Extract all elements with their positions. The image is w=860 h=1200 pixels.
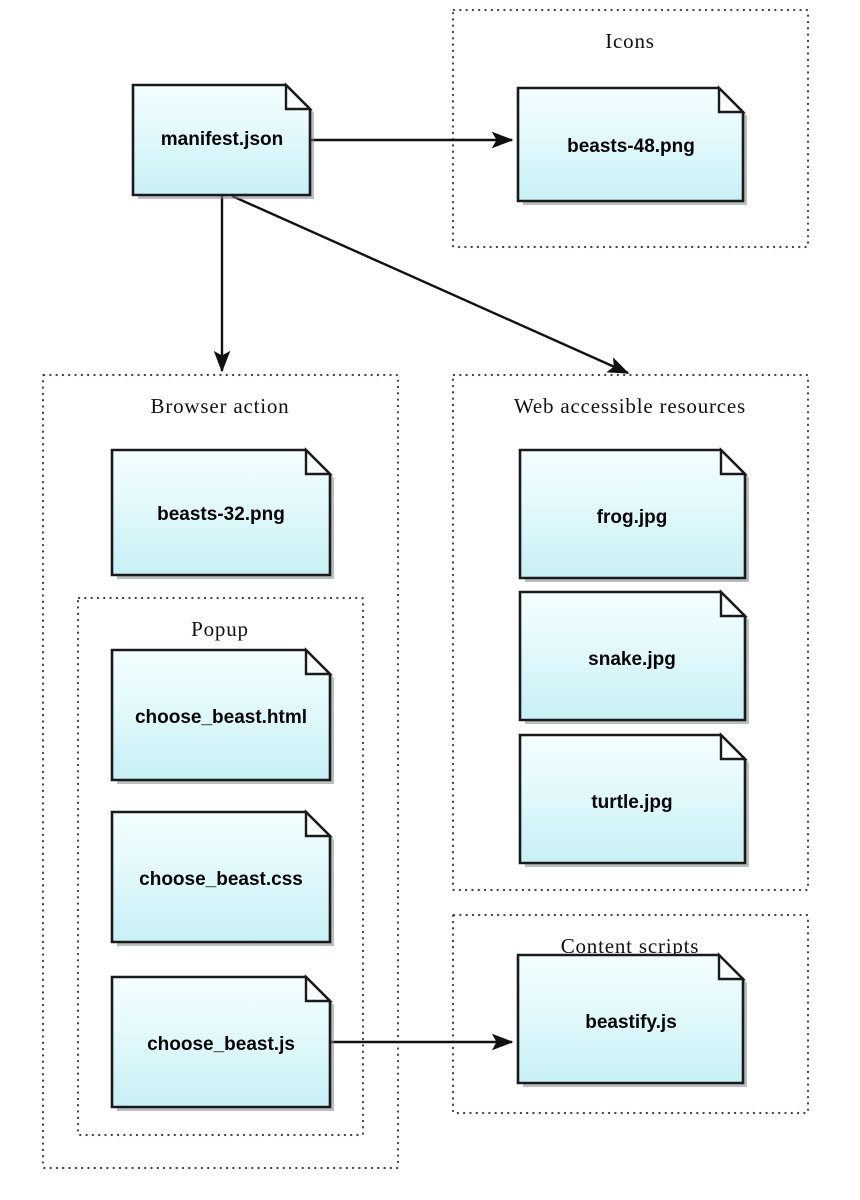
- file-node-body: [110, 648, 332, 782]
- file-node-label-choose-js: choose_beast.js: [147, 1034, 295, 1055]
- file-node-beasts48: beasts-48.png: [516, 85, 747, 205]
- file-node-fold-icon: [304, 647, 333, 676]
- edge-manifest-to-war: [231, 194, 630, 375]
- file-node-fold-icon: [304, 447, 333, 476]
- file-node-body: [516, 953, 745, 1085]
- group-border-browser-action: [41, 373, 400, 1170]
- group-border-popup: [76, 596, 365, 1137]
- file-node-choose-html: choose_beast.html: [110, 647, 334, 784]
- file-node-choose-js: choose_beast.js: [110, 974, 334, 1111]
- file-node-label-manifest: manifest.json: [161, 129, 283, 150]
- file-nodes: manifest.json beasts-48.png beasts-32.png c…: [110, 82, 749, 1111]
- file-node-turtle: turtle.jpg: [518, 732, 749, 867]
- file-node-body: [110, 448, 332, 577]
- file-node-label-beasts48: beasts-48.png: [567, 136, 695, 157]
- edges: [213, 131, 630, 1051]
- group-browser-action: Browser action: [41, 373, 400, 1170]
- group-label-web-accessible-resources: Web accessible resources: [514, 394, 746, 418]
- group-label-popup: Popup: [191, 617, 249, 641]
- group-border-web-accessible-resources: [451, 373, 810, 892]
- group-border-content-scripts: [451, 913, 810, 1115]
- file-node-body: [110, 810, 332, 944]
- file-node-label-choose-css: choose_beast.css: [139, 869, 303, 890]
- file-node-beastify: beastify.js: [516, 952, 747, 1087]
- file-node-body: [516, 86, 745, 203]
- file-node-frog: frog.jpg: [518, 447, 749, 582]
- group-label-browser-action: Browser action: [151, 394, 290, 418]
- file-node-snake: snake.jpg: [518, 589, 749, 724]
- file-node-label-snake: snake.jpg: [588, 649, 676, 670]
- file-node-manifest: manifest.json: [131, 82, 314, 199]
- file-node-label-beastify: beastify.js: [585, 1012, 677, 1033]
- group-popup: Popup: [76, 596, 365, 1137]
- file-node-body: [518, 448, 747, 580]
- file-node-label-frog: frog.jpg: [597, 507, 668, 528]
- file-node-body: [110, 975, 332, 1109]
- file-node-fold-icon: [717, 952, 746, 981]
- file-node-label-choose-html: choose_beast.html: [135, 707, 307, 728]
- file-node-fold-icon: [304, 974, 333, 1003]
- file-node-body: [518, 590, 747, 722]
- file-node-label-beasts32: beasts-32.png: [157, 504, 285, 525]
- group-border-icons: [451, 8, 810, 249]
- group-label-icons: Icons: [605, 29, 655, 53]
- file-node-label-turtle: turtle.jpg: [591, 792, 672, 813]
- group-web-accessible-resources: Web accessible resources: [451, 373, 810, 892]
- file-node-body: [518, 733, 747, 865]
- file-node-fold-icon: [304, 809, 333, 838]
- file-node-body: [131, 83, 312, 197]
- file-node-fold-icon: [284, 82, 313, 111]
- file-node-beasts32: beasts-32.png: [110, 447, 334, 579]
- file-node-choose-css: choose_beast.css: [110, 809, 334, 946]
- file-node-fold-icon: [719, 589, 748, 618]
- file-node-fold-icon: [717, 85, 746, 114]
- file-node-fold-icon: [719, 447, 748, 476]
- group-icons: Icons: [451, 8, 810, 249]
- file-node-fold-icon: [719, 732, 748, 761]
